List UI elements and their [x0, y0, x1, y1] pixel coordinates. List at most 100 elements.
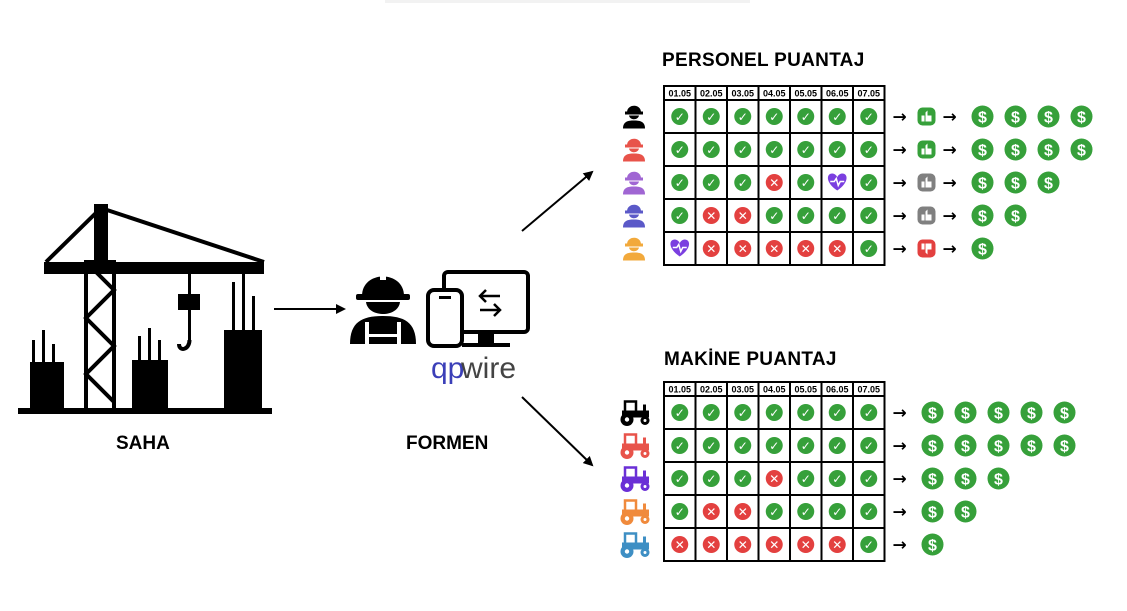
status-present-icon: ✓: [828, 141, 846, 158]
status-present-icon: ✓: [765, 437, 783, 454]
svg-text:$: $: [1044, 143, 1053, 160]
status-present-icon: ✓: [671, 141, 689, 158]
money-icon: $: [1070, 105, 1093, 128]
date-header: 06.05: [826, 89, 849, 99]
svg-text:$: $: [978, 176, 987, 193]
money-icon: $: [1053, 434, 1076, 457]
status-present-icon: ✓: [765, 404, 783, 421]
money-icon: $: [921, 467, 944, 490]
date-header: 02.05: [700, 385, 723, 395]
flow-arrow: →: [943, 207, 957, 227]
machine-title: MAKİNE PUANTAJ: [664, 349, 837, 370]
svg-text:✓: ✓: [832, 143, 842, 157]
svg-text:$: $: [928, 472, 937, 489]
money-icon: $: [921, 533, 944, 556]
flow-arrow: →: [893, 207, 907, 227]
svg-text:✓: ✓: [769, 439, 779, 453]
money-icon: $: [921, 401, 944, 424]
svg-text:$: $: [994, 406, 1003, 423]
status-present-icon: ✓: [702, 141, 720, 158]
status-present-icon: ✓: [734, 141, 752, 158]
status-present-icon: ✓: [765, 108, 783, 125]
date-header: 01.05: [668, 385, 691, 395]
thumb-down-icon: [917, 239, 936, 258]
svg-text:✓: ✓: [769, 143, 779, 157]
thumb-up-icon: [917, 140, 936, 159]
status-sick-icon: [827, 173, 847, 191]
status-present-icon: ✓: [765, 207, 783, 224]
money-icon: $: [971, 237, 994, 260]
flow-arrow: →: [893, 470, 907, 490]
svg-text:✓: ✓: [832, 439, 842, 453]
svg-text:$: $: [994, 472, 1003, 489]
status-present-icon: ✓: [671, 503, 689, 520]
svg-text:✕: ✕: [801, 538, 811, 552]
tractor-icon: [620, 532, 650, 558]
svg-text:✓: ✓: [706, 406, 716, 420]
status-present-icon: ✓: [765, 141, 783, 158]
thumb-neutral-icon: [917, 206, 936, 225]
svg-text:$: $: [1077, 110, 1086, 127]
money-icon: $: [954, 434, 977, 457]
money-icon: $: [987, 401, 1010, 424]
svg-text:✕: ✕: [706, 538, 716, 552]
status-present-icon: ✓: [860, 536, 878, 553]
tractor-icon: [620, 499, 650, 525]
svg-text:$: $: [961, 439, 970, 456]
date-header: 02.05: [700, 89, 723, 99]
status-present-icon: ✓: [860, 437, 878, 454]
money-icon: $: [971, 204, 994, 227]
svg-text:✕: ✕: [738, 505, 748, 519]
status-present-icon: ✓: [702, 108, 720, 125]
worker-icon: [623, 237, 645, 261]
svg-text:✓: ✓: [864, 110, 874, 124]
svg-text:✓: ✓: [864, 176, 874, 190]
svg-text:✓: ✓: [706, 439, 716, 453]
status-present-icon: ✓: [671, 108, 689, 125]
personnel-title: PERSONEL PUANTAJ: [662, 50, 865, 71]
money-icon: $: [1020, 434, 1043, 457]
status-absent-icon: ✕: [765, 240, 783, 257]
date-header: 03.05: [731, 385, 754, 395]
money-icon: $: [987, 434, 1010, 457]
money-icon: $: [1004, 105, 1027, 128]
svg-text:✓: ✓: [832, 472, 842, 486]
money-icon: $: [1070, 138, 1093, 161]
status-present-icon: ✓: [734, 437, 752, 454]
svg-text:✓: ✓: [801, 406, 811, 420]
status-present-icon: ✓: [797, 207, 815, 224]
money-icon: $: [1004, 138, 1027, 161]
date-header: 07.05: [857, 89, 880, 99]
status-absent-icon: ✕: [671, 536, 689, 553]
status-present-icon: ✓: [734, 404, 752, 421]
flow-arrow: →: [893, 437, 907, 457]
date-header: 03.05: [731, 89, 754, 99]
svg-text:✓: ✓: [864, 505, 874, 519]
svg-text:✓: ✓: [832, 406, 842, 420]
svg-text:✓: ✓: [769, 209, 779, 223]
status-present-icon: ✓: [860, 174, 878, 191]
status-absent-icon: ✕: [702, 536, 720, 553]
status-present-icon: ✓: [860, 404, 878, 421]
svg-text:✓: ✓: [864, 406, 874, 420]
worker-icon: [623, 138, 645, 162]
svg-text:✓: ✓: [738, 472, 748, 486]
money-icon: $: [1053, 401, 1076, 424]
money-icon: $: [987, 467, 1010, 490]
svg-text:$: $: [994, 439, 1003, 456]
worker-icon: [623, 204, 645, 228]
status-absent-icon: ✕: [765, 470, 783, 487]
date-header: 04.05: [763, 89, 786, 99]
status-present-icon: ✓: [828, 503, 846, 520]
svg-text:$: $: [978, 209, 987, 226]
money-icon: $: [1004, 204, 1027, 227]
svg-text:✓: ✓: [769, 505, 779, 519]
status-present-icon: ✓: [797, 108, 815, 125]
svg-text:✓: ✓: [706, 472, 716, 486]
status-absent-icon: ✕: [797, 536, 815, 553]
svg-text:$: $: [1044, 110, 1053, 127]
worker-icon: [623, 171, 645, 195]
devices-icon: [426, 270, 530, 348]
status-present-icon: ✓: [671, 207, 689, 224]
